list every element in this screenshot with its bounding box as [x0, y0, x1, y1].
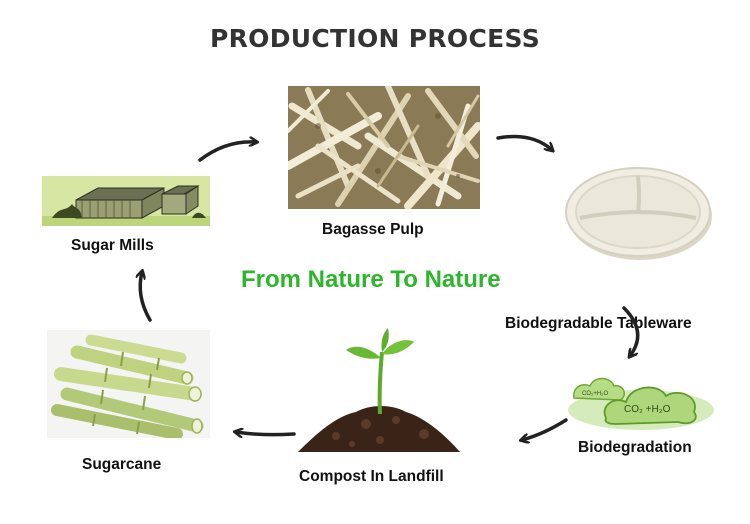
sugarcane-icon: [47, 330, 210, 438]
bagasse-fiber-image: [288, 86, 480, 209]
page-title: PRODUCTION PROCESS: [210, 24, 540, 53]
small-cloud-text: CO₂+H₂O: [582, 391, 608, 397]
factory-icon: [42, 176, 210, 226]
tableware-image: [558, 154, 718, 266]
curved-arrow-icon: [496, 134, 552, 151]
tagline: From Nature To Nature: [241, 266, 501, 293]
biodegradation-image: CO₂+H₂O CO₂ +H₂O: [566, 366, 716, 432]
curved-arrow-icon: [236, 432, 296, 435]
bagasse-pulp-label: Bagasse Pulp: [322, 221, 424, 238]
large-cloud-text: CO₂ +H₂O: [624, 404, 671, 415]
sugarcane-image: [47, 330, 210, 438]
curved-arrow-icon: [522, 418, 568, 440]
cloud-icon: CO₂+H₂O CO₂ +H₂O: [568, 377, 714, 430]
plate-icon: [565, 167, 712, 260]
compost-image: [296, 324, 462, 454]
curved-arrow-icon: [140, 272, 152, 322]
sprout-icon: [298, 328, 460, 452]
bagasse-pulp-image: [288, 86, 480, 209]
biodegradable-tableware-label: Biodegradable Tableware: [505, 315, 692, 332]
compost-in-landfill-label: Compost In Landfill: [299, 468, 444, 485]
sugar-mills-image: [42, 176, 210, 226]
biodegradation-label: Biodegradation: [578, 439, 692, 456]
sugar-mills-label: Sugar Mills: [71, 237, 154, 254]
curved-arrow-icon: [622, 306, 640, 356]
curved-arrow-icon: [198, 142, 256, 162]
sugarcane-label: Sugarcane: [82, 456, 162, 473]
